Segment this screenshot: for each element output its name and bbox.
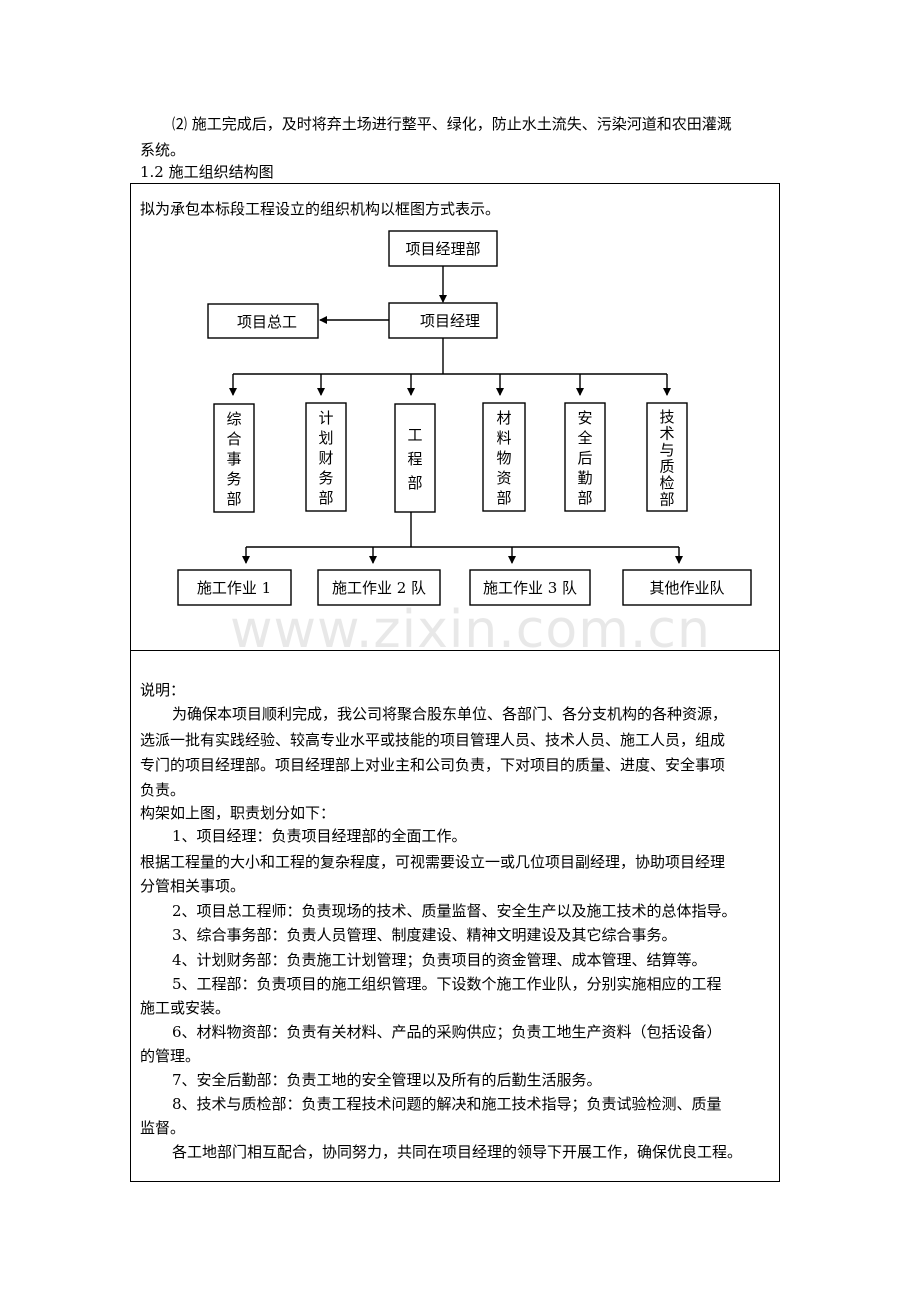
box-dept-admin [213, 403, 255, 513]
dept-label-char: 划 [318, 429, 333, 447]
dept-label-char: 部 [318, 489, 333, 507]
dept-label-char: 部 [226, 490, 241, 508]
label-team-other: 其他作业队 [649, 579, 724, 597]
desc-line: 根据工程量的大小和工程的复杂程度，可视需要设立一或几位项目副经理，协助项目经理 [140, 853, 726, 871]
desc-line: 为确保本项目顺利完成，我公司将聚合股东单位、各部门、各分支机构的各种资源， [172, 705, 728, 723]
box-project-manager [388, 302, 498, 339]
chart-intro: 拟为承包本标段工程设立的组织机构以框图方式表示。 [140, 200, 501, 218]
dept-label-char: 勤 [577, 469, 592, 487]
desc-line: 8、技术与质检部：负责工程技术问题的解决和施工技术指导；负责试验检测、质量 [172, 1095, 722, 1113]
box-dept-materials [482, 402, 526, 512]
watermark: www.zixin.com.cn [230, 600, 711, 660]
intro-line-2: 系统。 [140, 141, 186, 159]
desc-line: 专门的项目经理部。项目经理部上对业主和公司负责，下对项目的质量、进度、安全事项 [140, 756, 726, 774]
dept-label-char: 质 [659, 457, 674, 475]
description-heading: 说明： [140, 681, 186, 699]
section-title: 1.2 施工组织结构图 [140, 163, 274, 181]
dept-label-char: 程 [407, 450, 422, 468]
desc-line: 监督。 [140, 1119, 186, 1137]
dept-label-char: 部 [577, 489, 592, 507]
desc-line: 5、工程部：负责项目的施工组织管理。下设数个施工作业队，分别实施相应的工程 [172, 975, 722, 993]
desc-line: 各工地部门相互配合，协同努力，共同在项目经理的领导下开展工作，确保优良工程。 [172, 1143, 743, 1161]
box-team-2 [317, 569, 441, 606]
box-dept-finance [305, 402, 347, 512]
dept-label-char: 后 [577, 449, 592, 467]
label-team-3: 施工作业 3 队 [483, 579, 577, 597]
desc-line: 构架如上图，职责划分如下： [140, 804, 336, 822]
box-chief-engineer [207, 303, 319, 339]
dept-label-char: 综 [226, 410, 241, 428]
desc-line: 施工或安装。 [140, 999, 231, 1017]
dept-label-char: 部 [659, 490, 674, 508]
desc-line: 的管理。 [140, 1047, 201, 1065]
desc-line: 7、安全后勤部：负责工地的安全管理以及所有的后勤生活服务。 [172, 1071, 602, 1089]
dept-label-char: 资 [496, 469, 511, 487]
label-chief-engineer: 项目总工 [237, 313, 297, 331]
label-project-manager: 项目经理 [420, 312, 480, 330]
box-project-dept [388, 230, 498, 267]
box-dept-safety [564, 402, 606, 512]
dept-label-char: 料 [496, 429, 511, 447]
dept-label-char: 财 [318, 449, 333, 467]
org-chart: 项目经理部 项目经理 项目总工 综合事务部计划财务部工程部材料物资部安全后勤部技… [177, 230, 752, 606]
table-divider [130, 650, 780, 651]
dept-label-char: 计 [318, 409, 333, 427]
box-dept-engineering [394, 403, 436, 513]
dept-label-char: 事 [226, 450, 241, 468]
dept-label-char: 合 [226, 430, 241, 448]
dept-label-char: 物 [496, 449, 511, 467]
dept-label-char: 与 [659, 441, 674, 459]
dept-label-char: 部 [407, 474, 422, 492]
box-team-1 [177, 569, 292, 606]
table-frame [130, 183, 780, 1182]
desc-line: 3、综合事务部：负责人员管理、制度建设、精神文明建设及其它综合事务。 [172, 926, 677, 944]
dept-label-char: 术 [659, 424, 674, 442]
dept-label-char: 工 [407, 426, 422, 444]
desc-line: 1、项目经理：负责项目经理部的全面工作。 [172, 827, 467, 845]
dept-label-char: 安 [577, 409, 592, 427]
box-dept-tech-qc [646, 402, 688, 512]
dept-label-char: 部 [496, 489, 511, 507]
desc-line: 负责。 [140, 781, 186, 799]
dept-label-char: 技 [659, 408, 674, 426]
dept-label-char: 务 [318, 469, 333, 487]
dept-label-char: 材 [496, 409, 511, 427]
desc-line: 选派一批有实践经验、较高专业水平或技能的项目管理人员、技术人员、施工人员，组成 [140, 731, 726, 749]
label-team-1: 施工作业 1 [197, 579, 271, 597]
desc-line: 6、材料物资部：负责有关材料、产品的采购供应；负责工地生产资料（包括设备） [172, 1023, 722, 1041]
desc-line: 分管相关事项。 [140, 877, 246, 895]
dept-label-char: 全 [577, 429, 592, 447]
box-team-3 [469, 569, 591, 606]
desc-line: 2、项目总工程师：负责现场的技术、质量监督、安全生产以及施工技术的总体指导。 [172, 902, 737, 920]
desc-line: 4、计划财务部：负责施工计划管理；负责项目的资金管理、成本管理、结算等。 [172, 951, 707, 969]
dept-label-char: 检 [659, 474, 674, 492]
label-team-2: 施工作业 2 队 [332, 579, 426, 597]
dept-label-char: 务 [226, 470, 241, 488]
label-project-dept: 项目经理部 [405, 240, 480, 258]
box-team-other [622, 569, 752, 606]
intro-line-1: ⑵ 施工完成后，及时将弃土场进行整平、绿化，防止水土流失、污染河道和农田灌溉 [172, 115, 732, 133]
